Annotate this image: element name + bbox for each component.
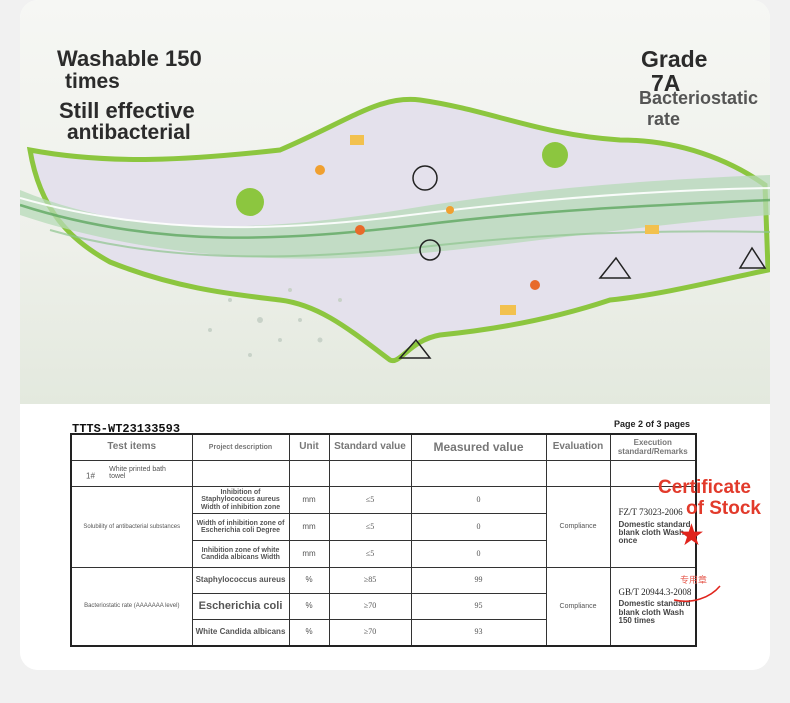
header-evaluation: Evaluation bbox=[545, 433, 611, 461]
table-row: Solubility of antibacterial substances I… bbox=[70, 486, 697, 568]
row-unit: % bbox=[288, 619, 330, 647]
row-standard: ≤5 bbox=[328, 513, 412, 541]
group1-standard: FZ/T 73023-2006 bbox=[618, 507, 683, 518]
row-unit: mm bbox=[288, 540, 330, 568]
left-headline-3: Still effective bbox=[59, 98, 195, 123]
right-headline-3: Bacteriostatic bbox=[639, 88, 759, 108]
row-description: Width of inhibition zone of Escherichia … bbox=[191, 513, 290, 541]
stamp-text: 专用章 bbox=[680, 575, 708, 585]
row-unit: % bbox=[288, 593, 330, 620]
group1-remark: Domestic standard blank cloth Wash once bbox=[618, 519, 691, 546]
right-headline-2: 7A bbox=[651, 70, 681, 96]
row-standard: ≥70 bbox=[328, 619, 412, 647]
fabric-water-illustration bbox=[20, 96, 770, 364]
header-project-description: Project description bbox=[191, 433, 290, 461]
stamp-arc-icon bbox=[673, 585, 721, 602]
hero-image: Washable 150 times Still effective antib… bbox=[20, 0, 770, 404]
product-card: Washable 150 times Still effective antib… bbox=[20, 0, 770, 670]
row-standard: ≤5 bbox=[328, 486, 412, 514]
table-row: White Candida albicans % ≥70 93 bbox=[71, 619, 696, 647]
group2-name: Bacteriostatic rate (AAAAAAA level) bbox=[70, 567, 193, 647]
group1-evaluation: Compliance bbox=[545, 486, 611, 568]
certificate-line-2: of Stock bbox=[686, 498, 761, 519]
left-headline-1: Washable 150 bbox=[57, 46, 202, 71]
table-row: Escherichia coli % ≥70 95 bbox=[71, 593, 696, 620]
group2-standard: GB/T 20944.3-2008 bbox=[618, 586, 692, 597]
row-standard: ≥85 bbox=[328, 567, 412, 594]
left-headline-2: times bbox=[65, 70, 120, 93]
right-headline-4: rate bbox=[647, 109, 681, 129]
header-unit: Unit bbox=[288, 433, 330, 461]
sample-label: White printed bath towel bbox=[109, 466, 166, 481]
table-row: Inhibition zone of white Candida albican… bbox=[71, 540, 696, 568]
table-row: Width of inhibition zone of Escherichia … bbox=[71, 513, 696, 541]
row-measured: 93 bbox=[410, 619, 547, 647]
left-headline-4: antibacterial bbox=[67, 121, 191, 144]
certificate-label: Certificate of Stock bbox=[658, 477, 761, 519]
table-row: Bacteriostatic rate (AAAAAAA level) Stap… bbox=[70, 567, 697, 647]
group2-remark: Domestic standard blank cloth Wash 150 t… bbox=[618, 599, 691, 625]
row-description: Inhibition of Staphylococcus aureus Widt… bbox=[191, 486, 290, 514]
row-measured: 95 bbox=[410, 593, 547, 620]
table-header-row: Test items Project description Unit Stan… bbox=[70, 433, 697, 461]
row-description: Escherichia coli bbox=[191, 593, 290, 620]
stamp-star-icon: ★ bbox=[678, 519, 705, 552]
header-standard-value: Standard value bbox=[328, 433, 412, 461]
table-row: 1# White printed bath towel bbox=[70, 460, 697, 487]
row-measured: 0 bbox=[410, 486, 547, 514]
group2-evaluation: Compliance bbox=[545, 567, 611, 647]
header-execution-standard: Execution standard/Remarks bbox=[609, 433, 697, 461]
row-description: White Candida albicans bbox=[191, 619, 290, 647]
row-measured: 0 bbox=[410, 513, 547, 541]
page-indicator: Page 2 of 3 pages bbox=[614, 419, 691, 429]
row-description: Inhibition zone of white Candida albican… bbox=[191, 540, 290, 568]
sample-number: 1# bbox=[86, 471, 95, 481]
header-test-items: Test items bbox=[70, 433, 193, 461]
test-results-table: Test items Project description Unit Stan… bbox=[70, 433, 697, 647]
row-standard: ≥70 bbox=[328, 593, 412, 620]
row-unit: % bbox=[288, 567, 330, 594]
row-measured: 99 bbox=[410, 567, 547, 594]
row-measured: 0 bbox=[410, 540, 547, 568]
right-headline-1: Grade bbox=[641, 46, 708, 72]
row-standard: ≤5 bbox=[328, 540, 412, 568]
row-description: Staphylococcus aureus bbox=[191, 567, 290, 594]
header-measured-value: Measured value bbox=[410, 433, 547, 461]
row-unit: mm bbox=[288, 513, 330, 541]
report-number: TTTS-WT23133593 bbox=[72, 422, 181, 436]
test-report: TTTS-WT23133593 Page 2 of 3 pages Test i… bbox=[20, 404, 770, 670]
row-unit: mm bbox=[288, 486, 330, 514]
group1-name: Solubility of antibacterial substances bbox=[70, 486, 193, 568]
certificate-line-1: Certificate bbox=[658, 477, 751, 498]
